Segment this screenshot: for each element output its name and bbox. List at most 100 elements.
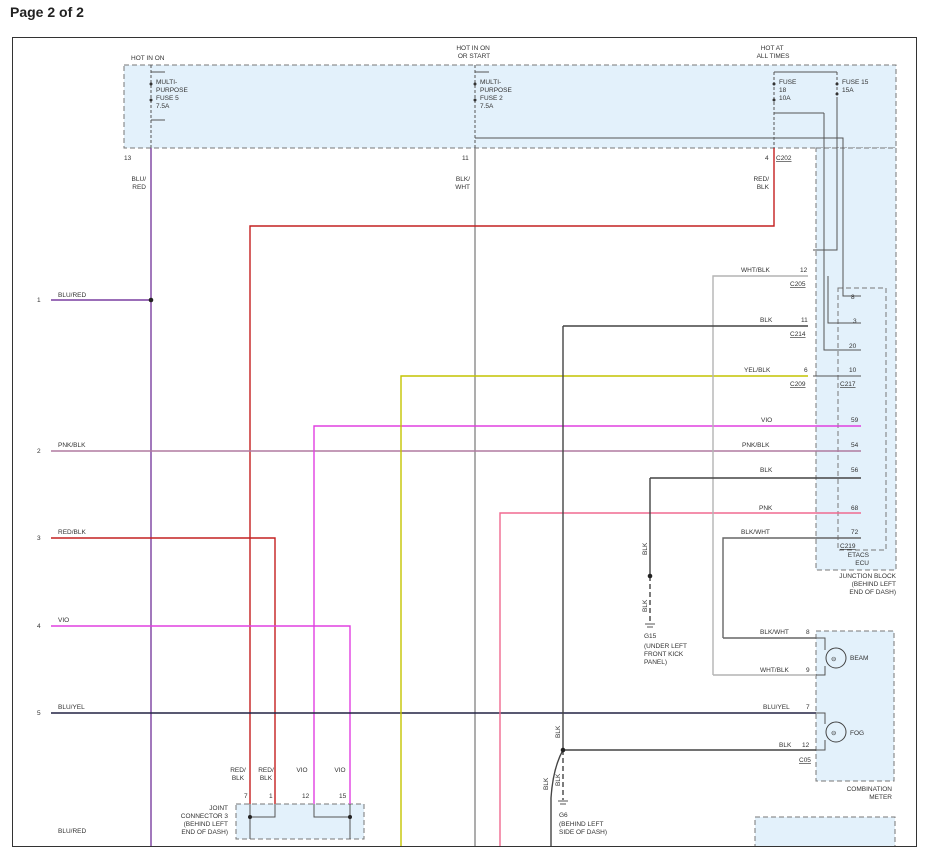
etacs-pin-10: 10 [849, 367, 857, 374]
etacs-r3-pin: 6 [804, 367, 808, 374]
etacs-r3-wire: YEL/BLK [744, 367, 771, 374]
meter-r2-pin: 9 [806, 667, 810, 674]
etacs-pin-72: 72 [851, 529, 859, 536]
jc-pin-12: 12 [302, 793, 310, 800]
beam-label: BEAM [850, 655, 868, 662]
etacs-56-wire: BLK [760, 467, 773, 474]
meter-r1-pin: 8 [806, 629, 810, 636]
connector-c202: C202 [776, 155, 792, 162]
g6-name: G6 [559, 812, 568, 819]
fog-indicator-icon [825, 721, 847, 743]
ground-g6-symbol [558, 800, 568, 805]
splice-g15 [647, 573, 653, 579]
lower-component-panel [754, 816, 896, 846]
circuit-num-4: 4 [37, 623, 41, 630]
circuit-num-5: 5 [37, 710, 41, 717]
etacs-pin-56: 56 [851, 467, 859, 474]
g15-name: G15 [644, 633, 657, 640]
pin-4: 4 [765, 155, 769, 162]
fog-leads [816, 712, 826, 751]
wire-red-blk-feed [249, 148, 775, 804]
etacs-54-wire: PNK/BLK [742, 442, 770, 449]
wiring-diagram: HOT IN ON HOT IN ON OR START HOT AT ALL … [37, 45, 897, 846]
wire-blk-g6-branch [550, 749, 564, 846]
circuit-num-2: 2 [37, 448, 41, 455]
etacs-pin-59: 59 [851, 417, 859, 424]
meter-r4-pin: 12 [802, 742, 810, 749]
g15-wire-lower: BLK [642, 599, 649, 612]
jc-label-red-blk-2: RED/BLK [258, 767, 274, 782]
etacs-59-wire: VIO [761, 417, 772, 424]
g6-wire-branch: BLK [543, 777, 550, 790]
connector-c217: C217 [840, 381, 856, 388]
wire-vio-4 [51, 625, 351, 804]
connector-c205: C205 [790, 281, 806, 288]
connector-c219: C219 [840, 543, 856, 550]
connector-c214: C214 [790, 331, 806, 338]
pin-11: 11 [462, 155, 469, 162]
etacs-pin-20: 20 [849, 343, 857, 350]
meter-r3-wire: BLU/YEL [763, 704, 790, 711]
circuit-wire-4: VIO [58, 617, 69, 624]
meter-r4-wire: BLK [779, 742, 792, 749]
beam-symbol: ⊖ [831, 656, 837, 663]
combination-meter-panel [815, 630, 895, 782]
wire-wht-blk [712, 275, 808, 675]
jc-label-red-blk-1: RED/BLK [230, 767, 246, 782]
beam-leads [816, 637, 826, 676]
etacs-68-wire: PNK [759, 505, 773, 512]
etacs-pin-8: 8 [851, 294, 855, 301]
internal-fuse2-link [818, 137, 861, 297]
etacs-pin-54: 54 [851, 442, 859, 449]
g15-wire-upper: BLK [642, 542, 649, 555]
jc-pin-1: 1 [269, 793, 273, 800]
beam-indicator-icon [825, 647, 847, 669]
jc-pin-7: 7 [244, 793, 248, 800]
circuit-wire-3: RED/BLK [58, 529, 86, 536]
hot-in-on-or-start-label: HOT IN ON OR START [456, 45, 491, 60]
etacs-r2-pin: 11 [801, 317, 808, 324]
circuit-wire-1: BLU/RED [58, 292, 86, 299]
jc-label-vio-2: VIO [334, 767, 345, 774]
page-label: Page 2 of 2 [10, 4, 84, 20]
wire-blk-wht-72 [722, 537, 861, 638]
splice-g6 [560, 747, 566, 753]
wire-yel-blk [400, 375, 808, 846]
pin-13: 13 [124, 155, 132, 162]
g6-wire-upper: BLK [555, 725, 562, 738]
meter-r2-wire: WHT/BLK [760, 667, 790, 674]
circuit-wire-5: BLU/YEL [58, 704, 85, 711]
circuit-num-1: 1 [37, 297, 41, 304]
etacs-r2-wire: BLK [760, 317, 773, 324]
wire-red-blk-3 [51, 537, 276, 804]
internal-fuse18-link [823, 113, 861, 351]
etacs-pin-3: 3 [853, 318, 857, 325]
wire-vio-59 [313, 425, 861, 804]
internal-link-3 [827, 276, 861, 324]
etacs-r1-wire: WHT/BLK [741, 267, 771, 274]
fog-symbol: ⊖ [831, 730, 837, 737]
internal-fuse15-link [813, 100, 838, 251]
connector-c209: C209 [790, 381, 806, 388]
wire-label-blk-wht-top: BLK/WHT [455, 176, 470, 191]
g6-wire-lower: BLK [555, 773, 562, 786]
fog-label: FOG [850, 730, 864, 737]
hot-at-all-times-label: HOT AT ALL TIMES [757, 45, 791, 60]
bottom-wire-blu-red: BLU/RED [58, 828, 86, 835]
ground-g15-symbol [645, 623, 655, 628]
etacs-ecu-panel [837, 287, 887, 551]
etacs-72-wire: BLK/WHT [741, 529, 770, 536]
etacs-pin-68: 68 [851, 505, 859, 512]
jc-label-vio-1: VIO [296, 767, 307, 774]
wiring-diagram-frame: HOT IN ON HOT IN ON OR START HOT AT ALL … [12, 37, 917, 847]
